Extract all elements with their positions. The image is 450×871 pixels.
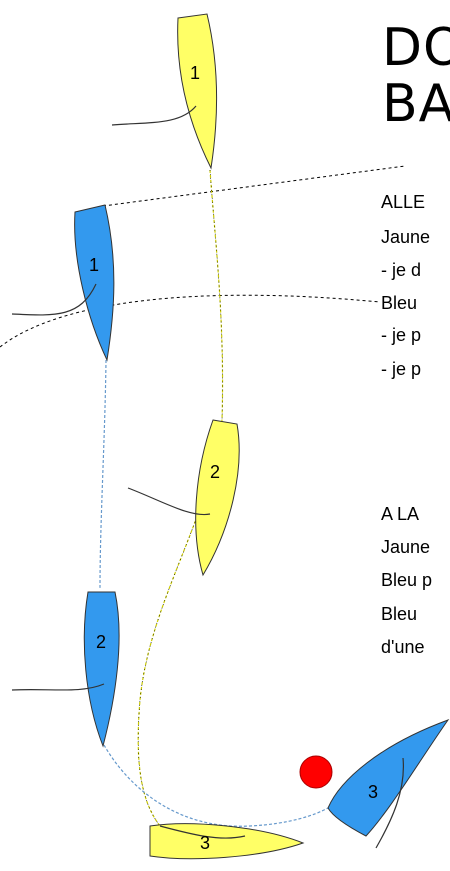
- yellow-track-center: [137, 169, 223, 827]
- blue-boat-2: 2: [11, 591, 120, 748]
- text-line: - je p: [381, 325, 422, 345]
- text-line: Jaune: [381, 537, 431, 557]
- blue-boat-3: 3: [327, 718, 450, 849]
- yellow-boat-2-label: 2: [210, 462, 220, 482]
- blue-boat-1-label: 1: [89, 255, 99, 275]
- text-line: Bleu: [381, 293, 418, 313]
- yellow-boat-3: 3: [149, 823, 305, 860]
- blue-boat-3-sail: [375, 757, 405, 849]
- yellow-boat-3-sail: [159, 825, 246, 839]
- text-line: ALLE: [381, 192, 426, 212]
- zone-line-lower: [0, 294, 381, 348]
- text-line: Jaune: [381, 227, 431, 247]
- blue-boat-2-sail: [11, 683, 105, 691]
- title-line-2: BA: [382, 74, 450, 134]
- text-line: Bleu p: [381, 570, 433, 590]
- yellow-boat-2-sail: [127, 487, 211, 516]
- text-line: Bleu: [381, 604, 418, 624]
- yellow-boat-1-label: 1: [190, 63, 200, 83]
- text-line: A LA: [381, 504, 420, 524]
- blue-boat-2-label: 2: [96, 632, 106, 652]
- blue-boat-3-label: 3: [368, 782, 378, 802]
- text-line: - je p: [381, 359, 422, 379]
- mark-buoy: [299, 755, 333, 789]
- yellow-boat-3-label: 3: [200, 833, 210, 853]
- blue-boat-1-sail: [11, 283, 97, 316]
- yellow-boat-2: 2: [127, 419, 240, 577]
- blue-boat-1: 1: [11, 204, 115, 362]
- zone-line-upper: [102, 165, 406, 207]
- yellow-boat-1-sail: [111, 105, 197, 126]
- text-line: d'une: [381, 637, 425, 657]
- title-line-1: DO: [382, 18, 450, 78]
- blue-track: [99, 359, 329, 827]
- yellow-boat-1: 1: [111, 13, 218, 170]
- text-line: - je d: [381, 260, 422, 280]
